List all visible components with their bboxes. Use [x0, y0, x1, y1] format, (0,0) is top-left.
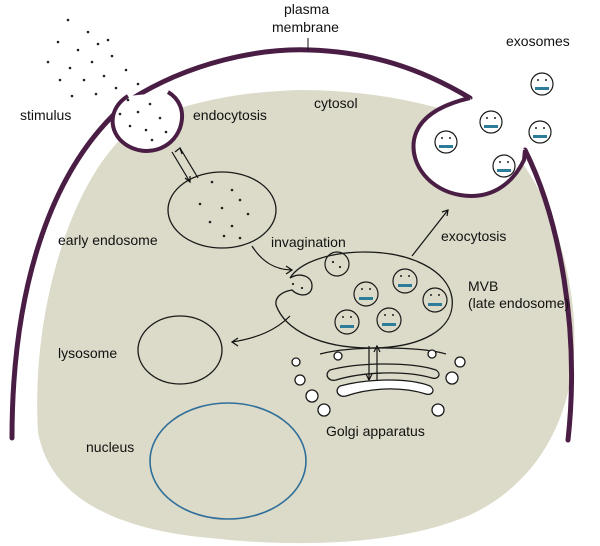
early-endosome: [167, 171, 277, 249]
endocytosis-pocket: [110, 90, 185, 153]
vesicle-dots: [342, 275, 440, 318]
arrow-to-mvb-head: [285, 265, 294, 275]
pocket-exosome-cargo: [439, 125, 511, 172]
exocytosis-pocket: [411, 96, 527, 198]
nucleus: [149, 402, 307, 520]
early-endosome-contents: [198, 180, 250, 240]
plasma-membrane-right: [522, 147, 574, 443]
intraluminal-vesicles: [334, 268, 448, 335]
endocytosis-arrows: [171, 146, 199, 184]
vesicle-dot: [331, 260, 335, 264]
label-endocytosis: endocytosis: [193, 107, 267, 123]
mvb-body: [275, 251, 453, 349]
arrow-to-mvb: [251, 245, 293, 271]
plasma-membrane: [9, 47, 473, 441]
vesicle-dot: [338, 265, 342, 269]
released-exosome-cargo: [533, 87, 549, 138]
arrow-to-lysosome-head: [230, 337, 239, 347]
released-exosomes: [528, 72, 554, 144]
label-stimulus: stimulus: [20, 107, 71, 123]
released-exosome-dots: [535, 79, 547, 129]
vesicle-dot: [300, 286, 304, 290]
lysosome: [137, 315, 223, 385]
mvb-budding-vesicle: [324, 251, 350, 277]
stimulus-particles: [46, 18, 168, 142]
vesicle-cargo: [340, 284, 442, 328]
label-cytosol: cytosol: [314, 95, 358, 111]
label-exosomes: exosomes: [506, 33, 570, 49]
label-nucleus: nucleus: [86, 439, 134, 455]
label-lysosome: lysosome: [58, 345, 117, 361]
label-exocytosis: exocytosis: [441, 228, 506, 244]
golgi-apparatus: [291, 347, 466, 417]
label-mvb: MVB: [468, 278, 498, 294]
vesicle-dot: [291, 282, 295, 286]
label-invagination: invagination: [271, 234, 346, 250]
label-early-endosome: early endosome: [58, 232, 158, 248]
pocket-exosome-dots: [441, 117, 509, 163]
label-late-endosome: (late endosome): [468, 295, 569, 311]
label-plasma: plasma: [284, 1, 329, 17]
label-golgi: Golgi apparatus: [326, 423, 425, 439]
label-membrane: membrane: [272, 19, 339, 35]
arrow-to-exocytosis: [411, 209, 449, 257]
arrow-to-exocytosis-head: [441, 209, 449, 217]
arrow-to-lysosome: [231, 315, 291, 343]
cytosol-region: [37, 90, 575, 544]
